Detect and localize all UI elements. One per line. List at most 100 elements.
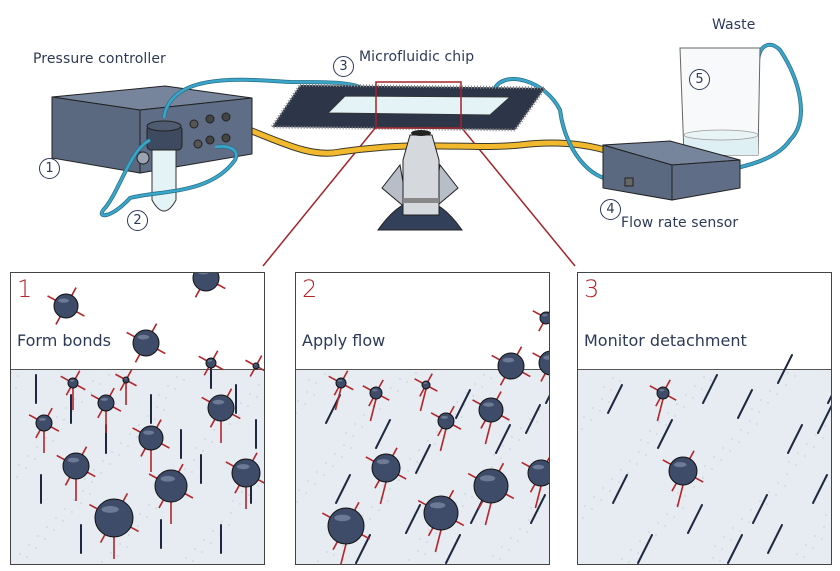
marker-5: 5 bbox=[689, 69, 710, 90]
speckle bbox=[640, 439, 642, 441]
zoom-region-box bbox=[375, 81, 462, 129]
speckle bbox=[25, 467, 27, 469]
speckle bbox=[415, 372, 417, 374]
speckle bbox=[382, 485, 384, 487]
bead-highlight bbox=[673, 462, 687, 468]
speckle bbox=[539, 498, 541, 500]
speckle bbox=[665, 424, 667, 426]
bead-highlight bbox=[483, 402, 494, 407]
speckle bbox=[352, 435, 354, 437]
speckle bbox=[530, 507, 532, 509]
speckle bbox=[796, 553, 798, 555]
speckle bbox=[812, 547, 814, 549]
speckle bbox=[343, 444, 345, 446]
surface-tether bbox=[657, 419, 673, 449]
speckle bbox=[434, 443, 436, 445]
speckle bbox=[174, 388, 176, 390]
surface-tether bbox=[545, 394, 549, 404]
speckle bbox=[795, 464, 797, 466]
speckle bbox=[129, 433, 131, 435]
speckle bbox=[249, 393, 251, 395]
bead bbox=[35, 414, 53, 432]
speckle bbox=[593, 496, 595, 498]
bead bbox=[423, 495, 459, 531]
speckle bbox=[692, 397, 694, 399]
speckle bbox=[155, 507, 157, 509]
speckle bbox=[777, 482, 779, 484]
speckle bbox=[647, 442, 649, 444]
speckle bbox=[73, 499, 75, 501]
speckle bbox=[120, 442, 122, 444]
speckle bbox=[427, 440, 429, 442]
step-panel-form-bonds: 1 Form bonds bbox=[10, 272, 265, 565]
speckle bbox=[154, 418, 156, 420]
speckle bbox=[785, 384, 787, 386]
speckle bbox=[146, 516, 148, 518]
bead-highlight bbox=[429, 502, 446, 509]
speckle bbox=[788, 461, 790, 463]
speckle bbox=[56, 416, 58, 418]
speckle bbox=[176, 376, 178, 378]
speckle bbox=[456, 401, 458, 403]
speckle bbox=[379, 408, 381, 410]
speckle bbox=[775, 494, 777, 496]
bead bbox=[327, 507, 365, 545]
speckle bbox=[109, 463, 111, 465]
label-pressure-controller: Pressure controller bbox=[33, 51, 166, 67]
speckle bbox=[371, 506, 373, 508]
speckle bbox=[80, 502, 82, 504]
speckle bbox=[298, 489, 300, 491]
speckle bbox=[419, 538, 421, 540]
speckle bbox=[62, 520, 64, 522]
step-title: Apply flow bbox=[302, 331, 386, 350]
speckle bbox=[738, 441, 740, 443]
blue-tubing bbox=[100, 43, 803, 217]
speckle bbox=[490, 377, 492, 379]
surface-tether bbox=[530, 494, 546, 524]
speckle bbox=[713, 456, 715, 458]
speckle bbox=[509, 448, 511, 450]
speckle bbox=[610, 389, 612, 391]
waste-beaker bbox=[679, 47, 761, 156]
bead-highlight bbox=[479, 475, 496, 482]
speckle bbox=[297, 400, 299, 402]
surface-tether bbox=[727, 534, 743, 564]
bond-tether bbox=[534, 485, 542, 509]
speckle bbox=[465, 392, 467, 394]
speckle bbox=[703, 376, 705, 378]
speckle bbox=[163, 409, 165, 411]
microfluidic-chip bbox=[269, 81, 548, 132]
speckle bbox=[627, 472, 629, 474]
speckle bbox=[645, 454, 647, 456]
speckle bbox=[501, 546, 503, 548]
speckle bbox=[712, 557, 714, 559]
surface-tether bbox=[817, 404, 831, 434]
speckle bbox=[719, 560, 721, 562]
speckle bbox=[183, 379, 185, 381]
speckle bbox=[474, 383, 476, 385]
speckle bbox=[493, 454, 495, 456]
speckle bbox=[822, 437, 824, 439]
speckle bbox=[806, 443, 808, 445]
surface-tether bbox=[787, 424, 803, 454]
speckle bbox=[185, 557, 187, 559]
surface-tether bbox=[702, 374, 718, 404]
speckle bbox=[536, 421, 538, 423]
speckle bbox=[804, 455, 806, 457]
speckle bbox=[694, 385, 696, 387]
surface-tether bbox=[827, 394, 831, 404]
speckle bbox=[649, 430, 651, 432]
bead-highlight bbox=[207, 359, 213, 362]
bead-highlight bbox=[197, 273, 209, 275]
speckle bbox=[126, 546, 128, 548]
speckle bbox=[362, 515, 364, 517]
speckle bbox=[766, 503, 768, 505]
speckle bbox=[592, 407, 594, 409]
bead-highlight bbox=[659, 389, 665, 392]
speckle bbox=[461, 416, 463, 418]
speckle bbox=[19, 553, 21, 555]
speckle bbox=[37, 535, 39, 537]
speckle bbox=[399, 378, 401, 380]
bead-highlight bbox=[124, 378, 127, 380]
